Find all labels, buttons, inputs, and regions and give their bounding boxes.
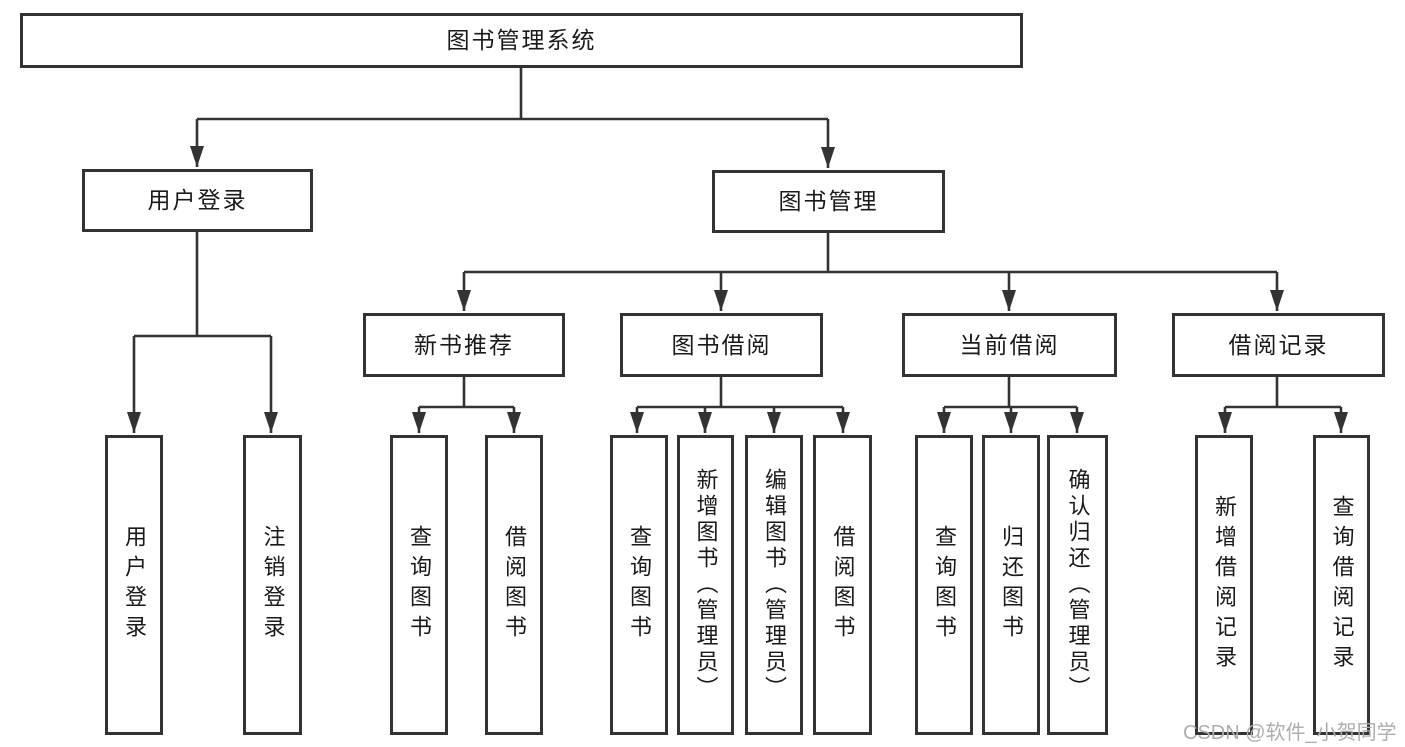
leaf-confirm-return-admin: 确认归还（管理员） <box>1047 435 1108 735</box>
leaf-query-book-3: 查询图书 <box>915 435 973 735</box>
leaf-add-book-admin: 新增图书（管理员） <box>677 435 734 735</box>
node-current-borrow: 当前借阅 <box>902 313 1117 377</box>
node-borrow-record: 借阅记录 <box>1172 313 1385 377</box>
node-user-login: 用户登录 <box>82 169 313 232</box>
node-book-management: 图书管理 <box>712 170 945 233</box>
connector <box>127 68 1348 433</box>
csdn-watermark: CSDN @软件_小贺同学 <box>1183 722 1397 744</box>
node-book-borrow: 图书借阅 <box>620 313 823 377</box>
leaf-borrow-book-1: 借阅图书 <box>485 435 543 735</box>
leaf-query-book-2: 查询图书 <box>610 435 668 735</box>
node-root: 图书管理系统 <box>20 13 1023 68</box>
leaf-query-borrow-record: 查询借阅记录 <box>1313 435 1370 735</box>
leaf-query-book-1: 查询图书 <box>390 435 448 735</box>
node-new-book-recommend: 新书推荐 <box>363 313 565 377</box>
leaf-logout: 注销登录 <box>243 435 302 735</box>
leaf-edit-book-admin: 编辑图书（管理员） <box>745 435 803 735</box>
leaf-borrow-book-2: 借阅图书 <box>813 435 872 735</box>
leaf-user-login: 用户登录 <box>105 435 163 735</box>
leaf-add-borrow-record: 新增借阅记录 <box>1195 435 1253 735</box>
leaf-return-book: 归还图书 <box>982 435 1040 735</box>
